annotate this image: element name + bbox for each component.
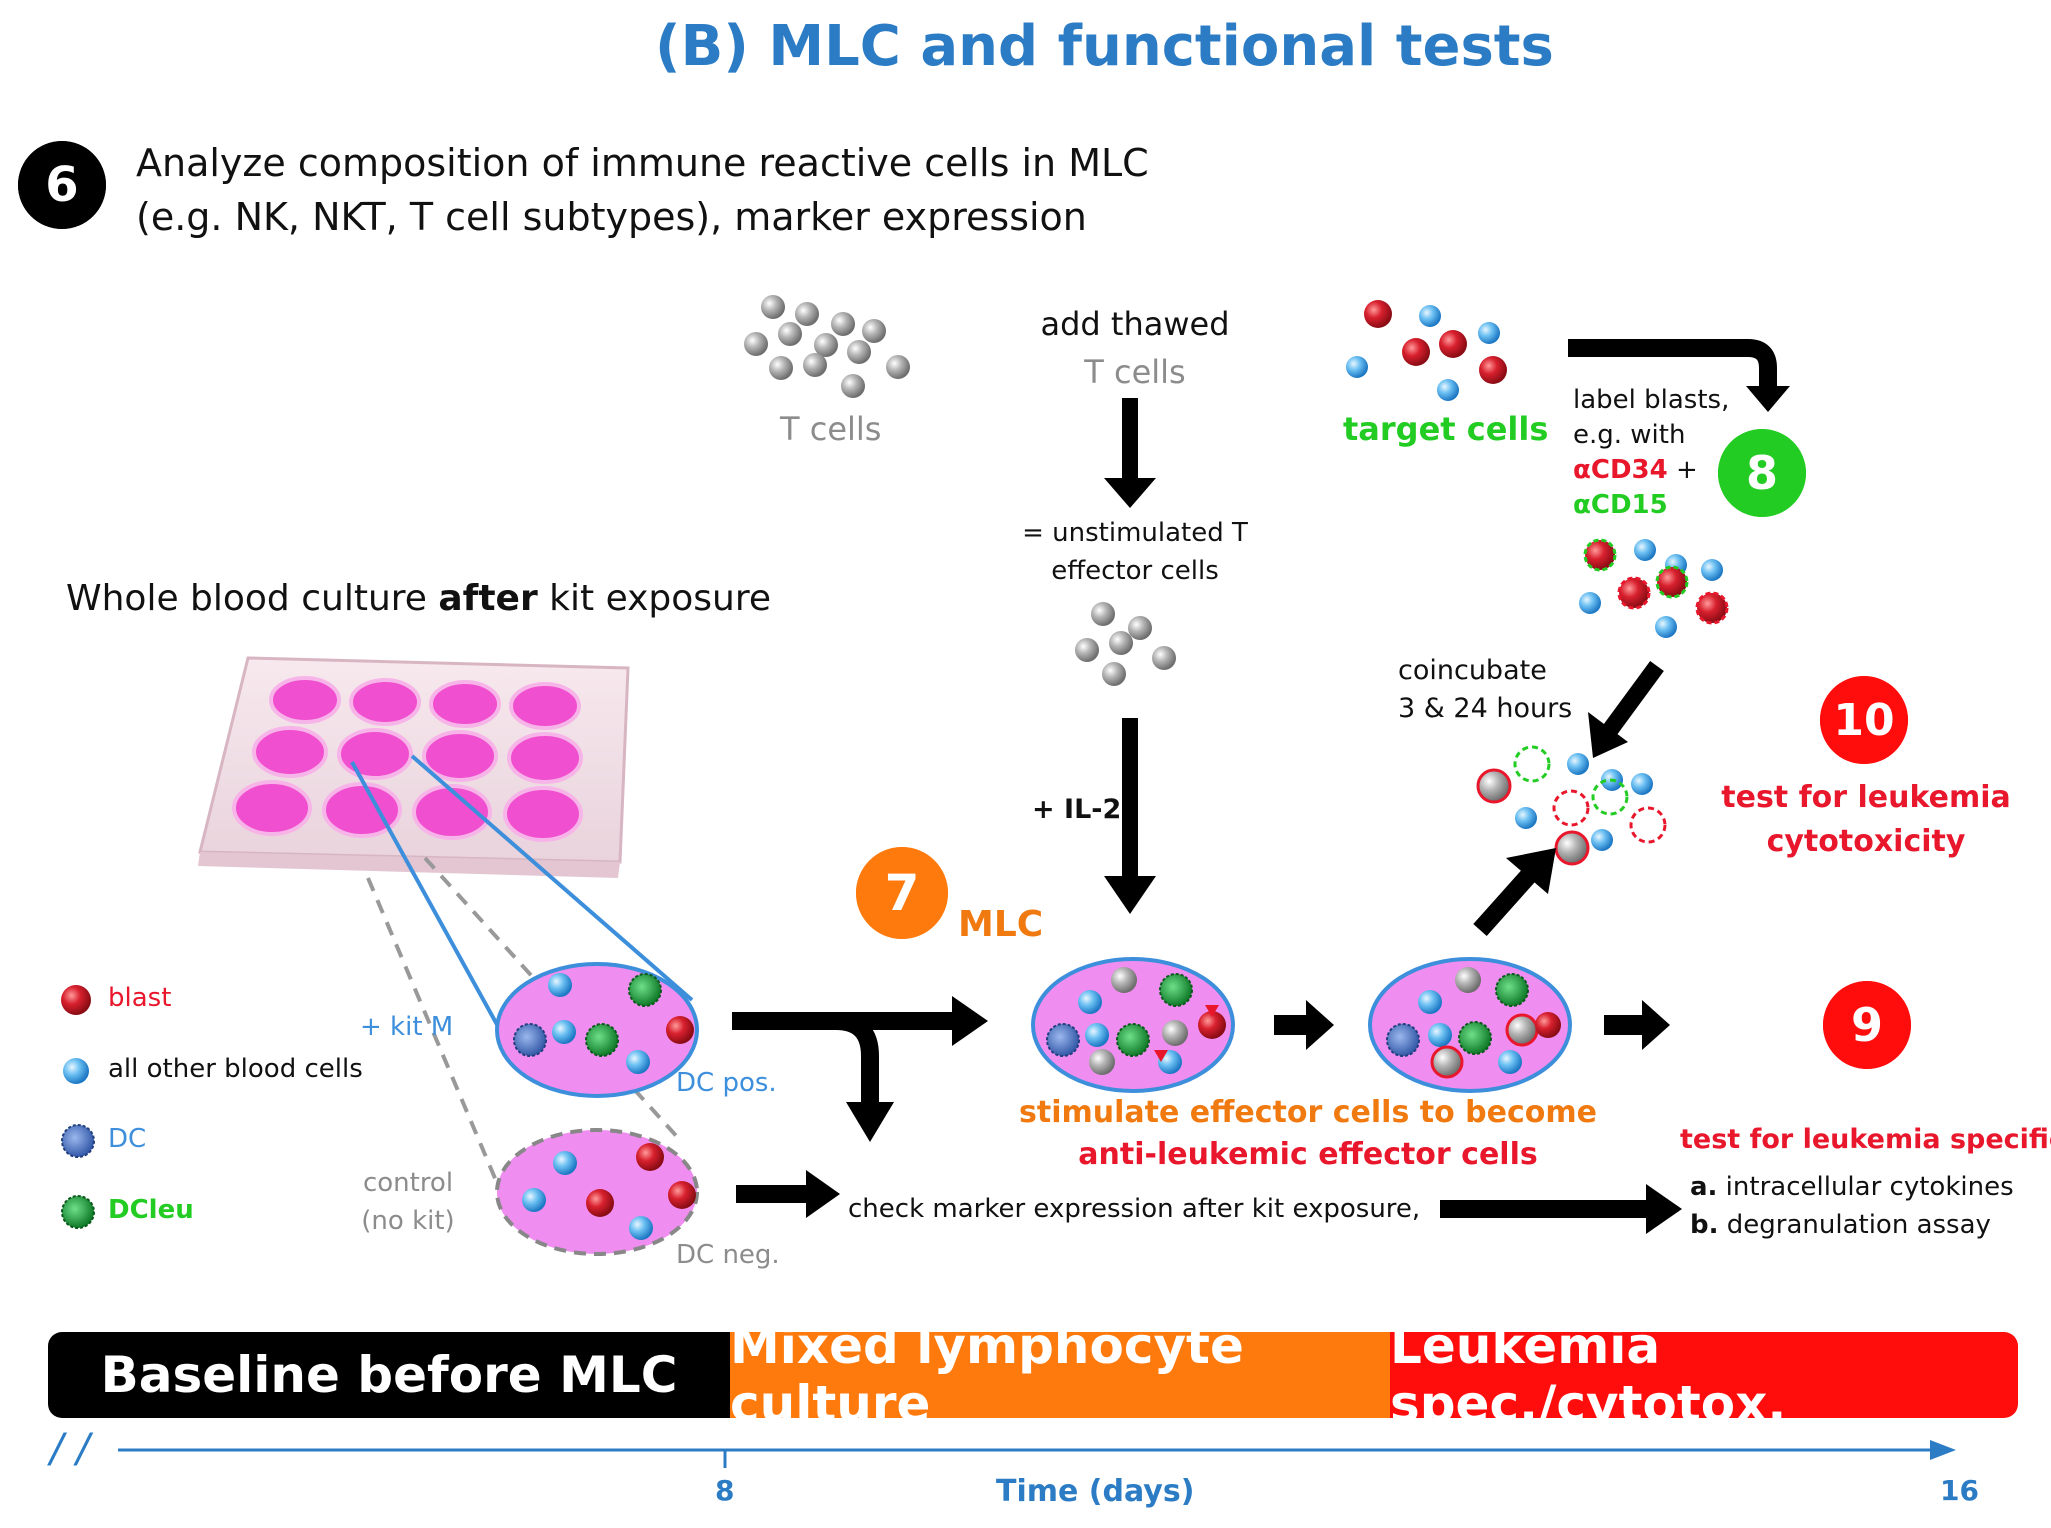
time-axis-label: Time (days)	[996, 1474, 1195, 1509]
mlc-dish-1	[1031, 957, 1235, 1093]
step9-item-b: b. degranulation assay	[1690, 1206, 2014, 1244]
check-marker-text: check marker expression after kit exposu…	[848, 1194, 1421, 1224]
labeled-target-cluster	[1579, 538, 1729, 638]
arrow-to-step9	[1440, 1184, 1682, 1234]
step6-line2: (e.g. NK, NKT, T cell subtypes), marker …	[136, 195, 1087, 239]
step10-line2: cytotoxicity	[1766, 824, 1966, 859]
label-blasts-text: label blasts, e.g. with αCD34 + αCD15	[1573, 383, 1729, 523]
unstimulated-text: = unstimulated T effector cells	[1010, 514, 1260, 590]
tcell-cluster	[744, 295, 910, 398]
arrow-to-mlc	[732, 996, 988, 1142]
whole-blood-bold: after	[438, 578, 538, 619]
target-cell-cluster	[1346, 300, 1507, 401]
label-blasts-arrow	[1568, 339, 1790, 412]
time-axis	[118, 1440, 1956, 1468]
step10-badge: 10	[1820, 676, 1908, 764]
dc-pos-label: DC pos.	[676, 1068, 777, 1098]
control-text: control (no kit)	[348, 1164, 468, 1240]
step9-a-key: a.	[1690, 1172, 1718, 1202]
dc-neg-dish	[495, 1128, 699, 1256]
tick-16-label: 16	[1940, 1474, 1979, 1507]
stimulate-text: stimulate effector cells to become anti-…	[1008, 1092, 1608, 1176]
coincubate-line1: coincubate	[1398, 655, 1547, 686]
il2-label: + IL-2	[1032, 794, 1122, 825]
label-blasts-line3: αCD34 +	[1573, 453, 1729, 488]
kit-m-label: + kit M	[360, 1012, 454, 1042]
axis-break-mark: / /	[50, 1426, 90, 1472]
arrow-mlc-to-mlc	[1274, 1000, 1334, 1050]
add-thawed-line2: T cells	[1084, 353, 1186, 391]
whole-blood-pre: Whole blood culture	[66, 578, 439, 619]
cd34-label: αCD34	[1573, 455, 1668, 485]
down-arrow-upper	[1104, 398, 1156, 508]
legend-dcleu-icon	[61, 1195, 95, 1229]
legend-glyphs	[61, 985, 95, 1229]
label-blasts-line2: e.g. with	[1573, 420, 1686, 450]
plus-sign: +	[1667, 455, 1698, 485]
timeline-band-leukemia: Leukemia spec./cytotox.	[1390, 1317, 2018, 1433]
step9-item-a: a. intracellular cytokines	[1690, 1168, 2014, 1206]
whole-blood-label: Whole blood culture after kit exposure	[66, 578, 771, 619]
step8-badge: 8	[1718, 429, 1806, 517]
timeline-band-baseline: Baseline before MLC	[48, 1332, 730, 1418]
control-line2: (no kit)	[361, 1206, 455, 1236]
legend-dc-icon	[61, 1124, 95, 1158]
mlc-dish-2	[1368, 957, 1572, 1093]
coincubate-text: coincubate 3 & 24 hours	[1398, 652, 1572, 728]
tick-8-label: 8	[715, 1474, 735, 1507]
timeline-band-mlc: Mixed lymphocyte culture	[730, 1317, 1390, 1433]
target-cells-label: target cells	[1343, 410, 1549, 448]
step6-badge: 6	[18, 141, 106, 229]
unstimulated-line2: effector cells	[1051, 556, 1219, 586]
coincubation-cluster	[1476, 745, 1667, 866]
zoom-lines-dc-pos	[350, 754, 694, 1031]
legend-dc-label: DC	[108, 1124, 147, 1154]
arrow-mlc-to-coincubate	[1473, 848, 1556, 936]
dc-pos-dish	[495, 962, 699, 1098]
unstimulated-line1: = unstimulated T	[1022, 518, 1248, 548]
whole-blood-post: kit exposure	[537, 578, 771, 619]
legend-blast-label: blast	[108, 983, 172, 1013]
step9-b-text: degranulation assay	[1718, 1210, 1991, 1240]
arrow-mlc-to-step9	[1604, 1000, 1670, 1050]
step9-heading: test for leukemia specificity	[1680, 1124, 2051, 1155]
step6-text: Analyze composition of immune reactive c…	[136, 136, 1149, 244]
step9-badge: 9	[1823, 981, 1911, 1069]
stimulate-line1: stimulate effector cells to become	[1019, 1095, 1597, 1130]
legend-dcleu-label: DCleu	[108, 1195, 194, 1225]
figure-title: (B) MLC and functional tests	[655, 14, 1554, 79]
add-thawed-text: add thawed T cells	[1030, 300, 1240, 396]
control-line1: control	[362, 1168, 454, 1198]
culture-plate-image	[198, 656, 630, 878]
step10-text: test for leukemia cytotoxicity	[1716, 776, 2016, 864]
mlc-label: MLC	[958, 904, 1044, 945]
stimulate-line2: anti-leukemic effector cells	[1078, 1137, 1538, 1172]
coincubate-line2: 3 & 24 hours	[1398, 693, 1573, 724]
unstimulated-tcell-cluster	[1075, 602, 1176, 686]
cd15-label: αCD15	[1573, 490, 1668, 520]
zoom-lines-dc-neg	[366, 856, 682, 1191]
step9-a-text: intracellular cytokines	[1717, 1172, 2014, 1202]
step9-assay-list: a. intracellular cytokines b. degranulat…	[1690, 1168, 2014, 1244]
arrow-to-check-marker	[736, 1170, 840, 1218]
legend-other-cells-label: all other blood cells	[108, 1054, 363, 1084]
tcells-label: T cells	[780, 410, 882, 448]
step10-line1: test for leukemia	[1721, 780, 2011, 815]
legend-other-cells-icon	[63, 1058, 89, 1084]
legend-blast-icon	[61, 985, 91, 1015]
add-thawed-line1: add thawed	[1040, 305, 1230, 343]
step9-b-key: b.	[1690, 1210, 1719, 1240]
step6-line1: Analyze composition of immune reactive c…	[136, 141, 1149, 185]
down-arrow-il2	[1104, 718, 1156, 914]
dc-neg-label: DC neg.	[676, 1240, 780, 1270]
coincubate-arrow	[1588, 660, 1664, 758]
label-blasts-line1: label blasts,	[1573, 385, 1730, 415]
step7-badge: 7	[856, 847, 948, 939]
